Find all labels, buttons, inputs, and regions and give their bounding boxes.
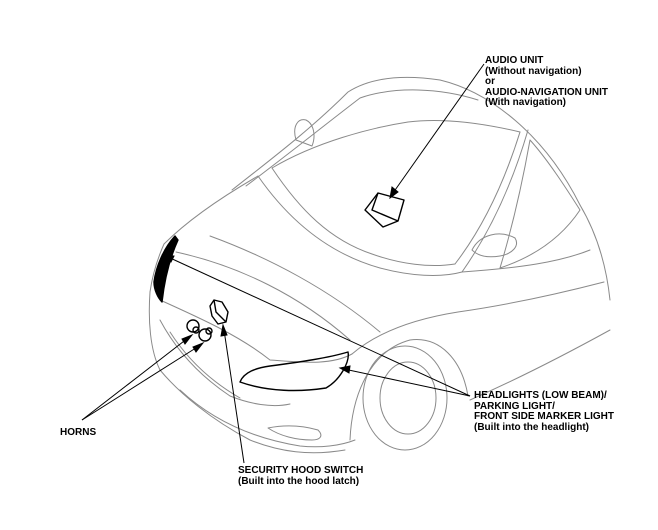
front-fascia [148, 291, 346, 454]
cowl-line [257, 175, 463, 276]
windshield-right [454, 131, 521, 265]
body-shoulder [579, 204, 611, 301]
leader-headlight-left [167, 256, 471, 397]
leader-horn-right-arrowhead [192, 341, 205, 353]
horns-callout: HORNS [60, 427, 97, 439]
headlight-right-shape [239, 351, 349, 392]
hood-switch-callout: SECURITY HOOD SWITCH (Built into the hoo… [238, 465, 364, 487]
audio-unit-face [371, 192, 399, 222]
leader-horn-left-arrowhead [181, 333, 194, 345]
mirror-right [471, 233, 517, 258]
front-wheel [362, 345, 448, 451]
roof-inner-line [245, 89, 479, 187]
horns-label-line1: HORNS [60, 427, 97, 438]
audio-unit-shape [364, 192, 405, 228]
mirror-left [294, 119, 315, 147]
audio-unit-label-line1: AUDIO UNIT [485, 55, 544, 66]
leader-headlight-right-arrowhead [338, 365, 351, 374]
audio-unit-label-line4: AUDIO-NAVIGATION UNIT [485, 86, 608, 98]
fender-line [351, 281, 605, 355]
horn-left [186, 319, 200, 334]
audio-unit-callout: AUDIO UNIT (Without navigation) or AUDIO… [485, 55, 608, 109]
roof-line [231, 76, 581, 206]
lower-intake [267, 425, 322, 441]
headlights-callout: HEADLIGHTS (LOW BEAM)/ PARKING LIGHT/ FR… [474, 390, 614, 433]
hood-latch-shape [209, 299, 229, 325]
hood-crease-1 [175, 251, 351, 341]
components [153, 192, 405, 392]
car-body-outline [148, 76, 611, 454]
windshield-bottom [271, 167, 456, 266]
grille-outline [159, 319, 291, 407]
left-fender-edge [149, 243, 165, 293]
headlights-label-line2: PARKING LIGHT/ [474, 400, 555, 412]
audio-unit-label-line2: (Without navigation) [485, 65, 582, 77]
horn-right [198, 327, 213, 342]
hood-switch-label-line2: (Built into the hood latch) [238, 475, 360, 487]
hood-front-edge [159, 299, 353, 363]
audio-unit-label-line3: or [485, 76, 495, 87]
horn-right-body [198, 328, 212, 342]
side-window [499, 139, 581, 269]
body-side-line [461, 249, 591, 273]
headlights-label-line1: HEADLIGHTS (LOW BEAM)/ [474, 390, 607, 401]
leader-lines [81, 63, 485, 464]
leader-headlight-left-arrowhead [161, 254, 175, 263]
horn-left-cap [192, 326, 200, 334]
leader-horn-left [81, 337, 189, 421]
leader-headlight-right [343, 368, 471, 397]
front-wheel-arch [349, 339, 469, 441]
headlights-label-line3: FRONT SIDE MARKER LIGHT [474, 411, 614, 422]
front-wheel-inner [379, 361, 437, 435]
hood-switch-label-line1: SECURITY HOOD SWITCH [238, 465, 364, 476]
hood-left-edge [163, 175, 259, 245]
a-pillar [461, 129, 529, 273]
headlights-label-line4: (Built into the headlight) [474, 421, 589, 433]
leader-audio [392, 63, 485, 194]
grille-inner [169, 331, 241, 399]
leader-hood-switch [223, 329, 245, 464]
leader-horn-right [81, 345, 200, 421]
leader-hood-switch-arrowhead [220, 323, 228, 337]
horn-right-cap [205, 327, 213, 335]
hood-crease-2 [209, 235, 381, 333]
leader-audio-arrowhead [389, 186, 399, 200]
hood-latch-detail [213, 299, 227, 323]
lower-bumper [179, 389, 356, 448]
audio-unit-label-line5: (With navigation) [485, 97, 567, 108]
headlight-left-shape [153, 235, 179, 303]
rocker-line [469, 329, 611, 401]
windshield-top [271, 119, 521, 169]
